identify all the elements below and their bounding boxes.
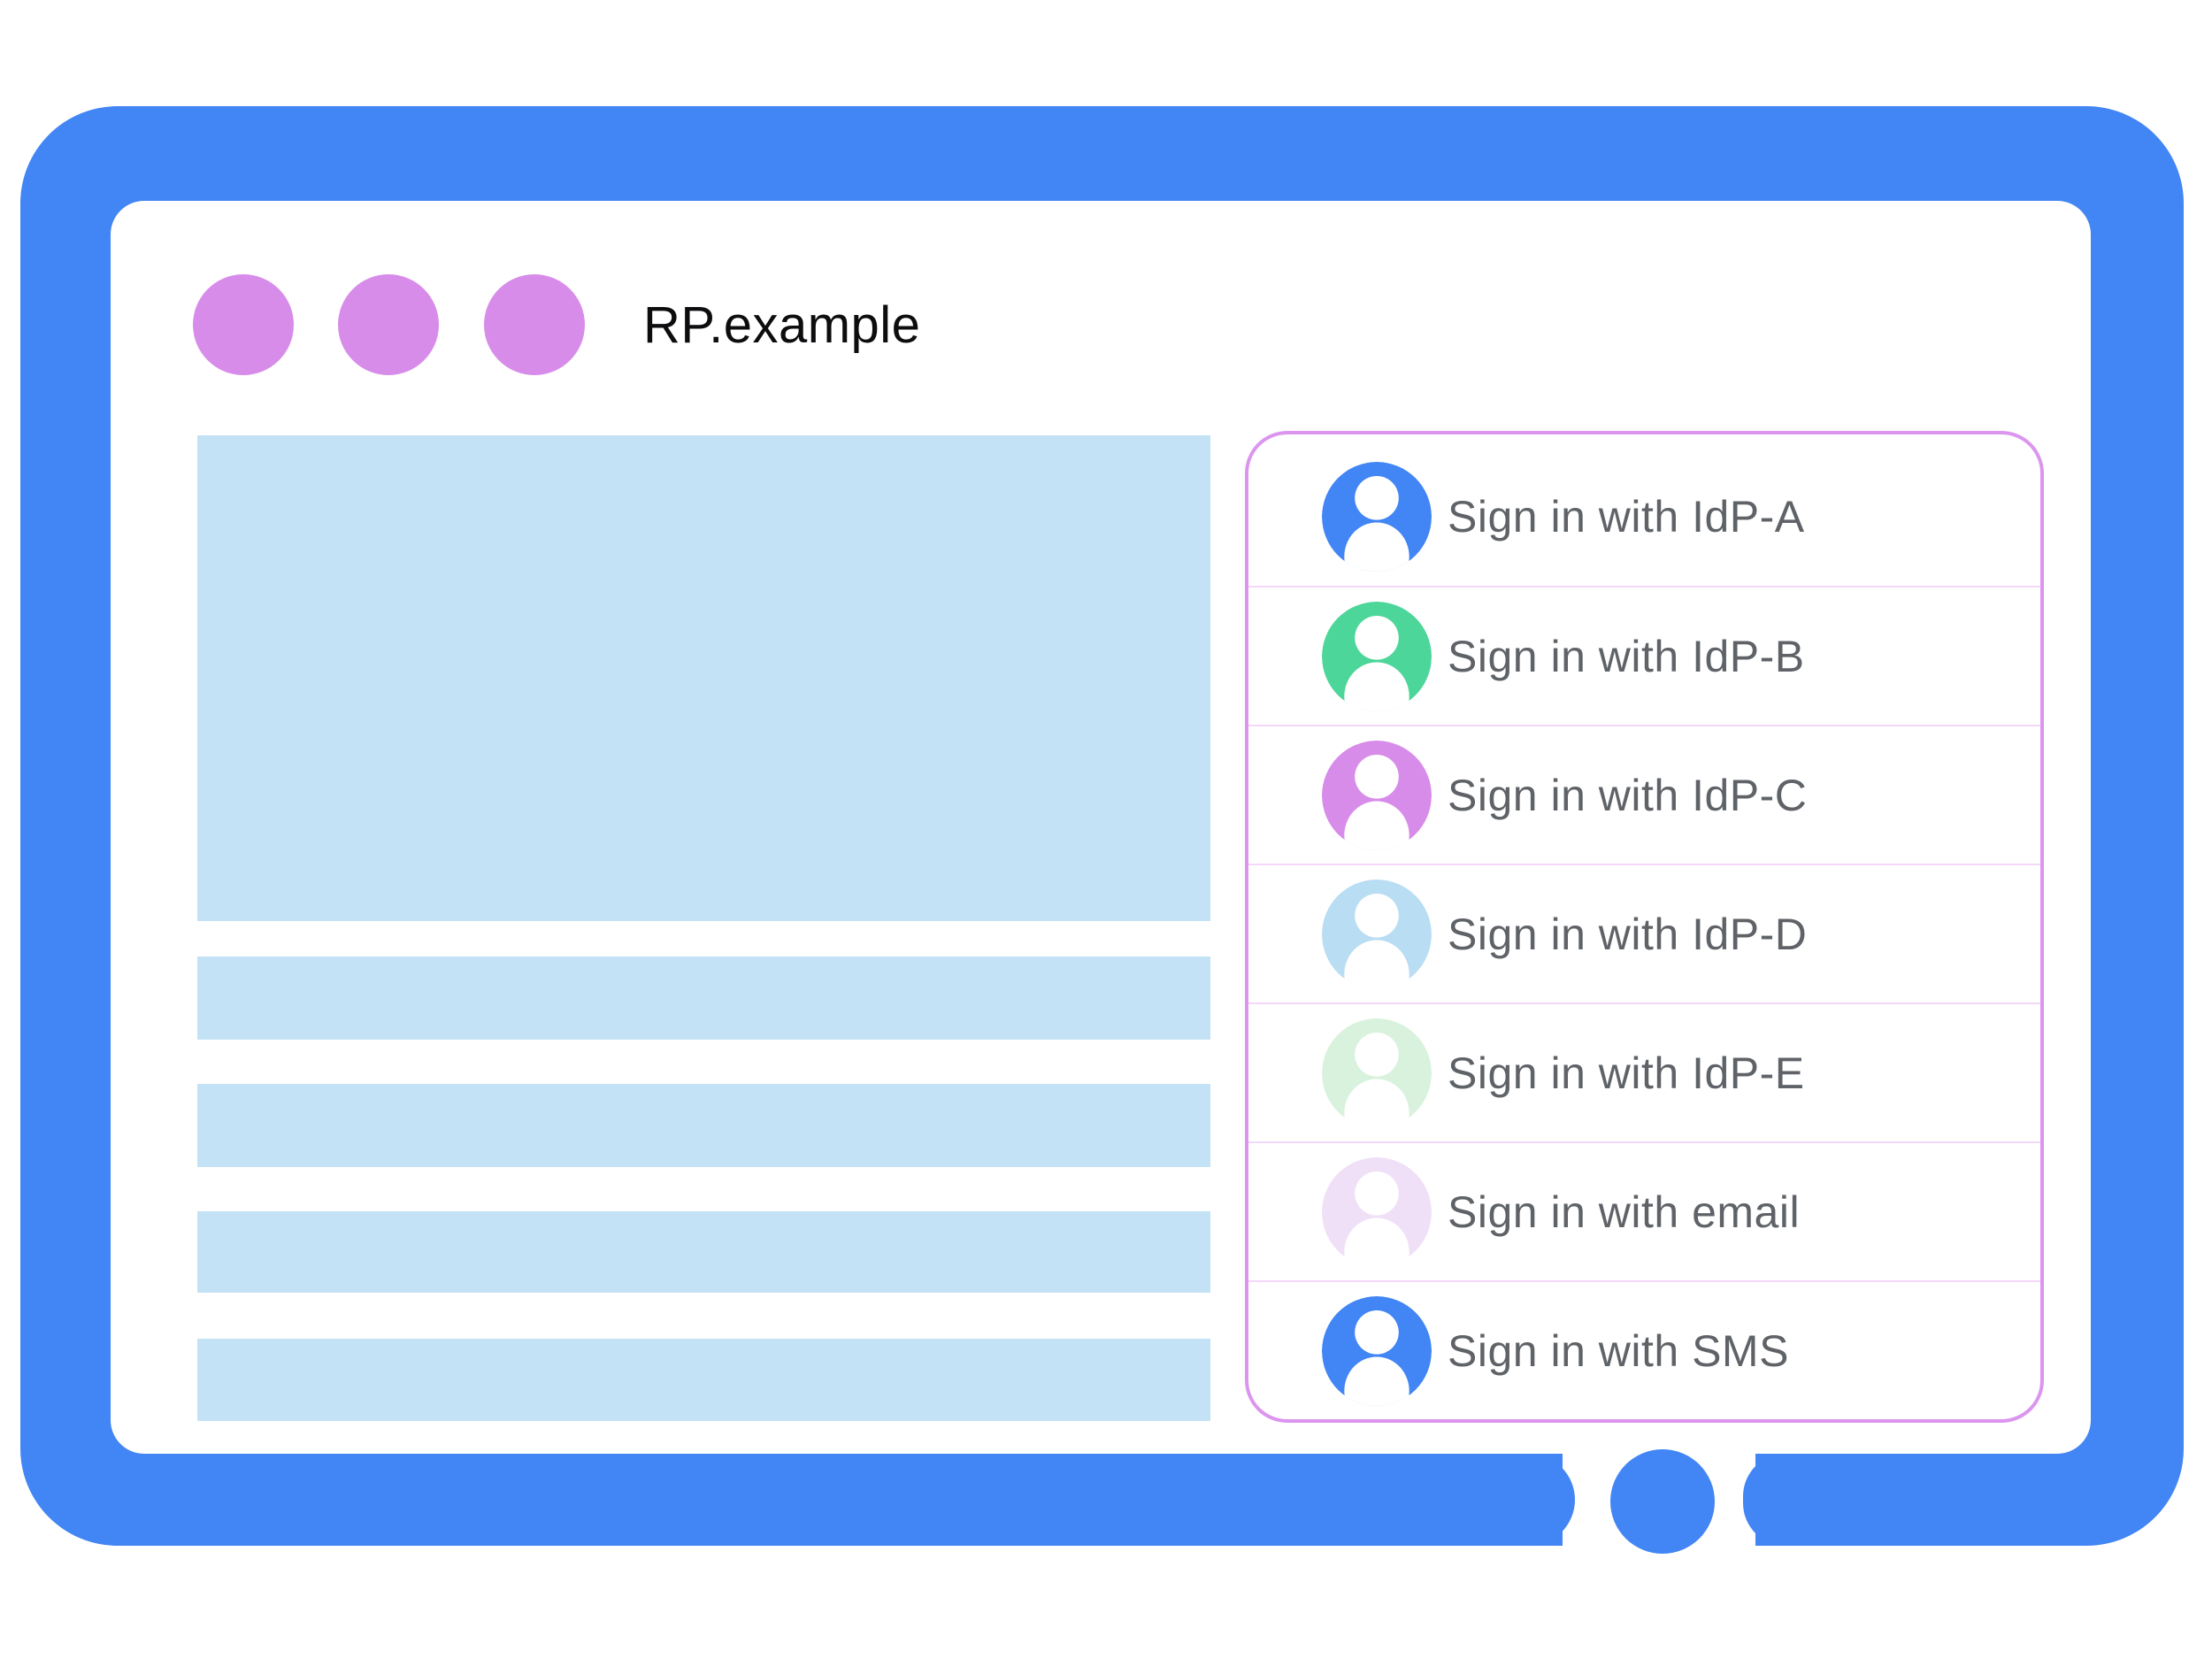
user-avatar-icon xyxy=(1322,1018,1432,1128)
sign-in-option-idp-d[interactable]: Sign in with IdP-D xyxy=(1248,864,2040,1002)
sign-in-option-label: Sign in with IdP-B xyxy=(1448,631,1805,681)
sign-in-option-label: Sign in with IdP-A xyxy=(1448,491,1805,541)
user-avatar-icon xyxy=(1322,740,1432,850)
window-control-dot-2 xyxy=(338,274,439,375)
page-title: RP.example xyxy=(643,296,921,354)
sign-in-option-sms[interactable]: Sign in with SMS xyxy=(1248,1280,2040,1419)
sign-in-option-label: Sign in with email xyxy=(1448,1187,1801,1237)
sign-in-option-idp-e[interactable]: Sign in with IdP-E xyxy=(1248,1002,2040,1141)
user-avatar-icon xyxy=(1322,879,1432,989)
content-placeholder-line-3 xyxy=(197,1211,1210,1293)
sign-in-option-label: Sign in with IdP-C xyxy=(1448,770,1808,820)
sign-in-option-email[interactable]: Sign in with email xyxy=(1248,1141,2040,1280)
sign-in-option-idp-a[interactable]: Sign in with IdP-A xyxy=(1248,447,2040,586)
user-avatar-icon xyxy=(1322,1295,1432,1406)
frame-bottom-right-bar xyxy=(1743,1454,1938,1546)
user-avatar-icon xyxy=(1322,461,1432,572)
window-control-dot-3 xyxy=(484,274,585,375)
sign-in-option-idp-b[interactable]: Sign in with IdP-B xyxy=(1248,586,2040,725)
user-avatar-icon xyxy=(1322,601,1432,711)
content-placeholder-line-1 xyxy=(197,956,1210,1040)
window-control-dot-1 xyxy=(193,274,294,375)
frame-bottom-button xyxy=(1610,1449,1715,1554)
sign-in-option-label: Sign in with IdP-D xyxy=(1448,909,1808,959)
frame-bottom-left-bar xyxy=(1380,1454,1575,1546)
sign-in-option-idp-c[interactable]: Sign in with IdP-C xyxy=(1248,725,2040,864)
sign-in-option-label: Sign in with SMS xyxy=(1448,1325,1789,1376)
sign-in-option-label: Sign in with IdP-E xyxy=(1448,1048,1805,1098)
content-placeholder-line-4 xyxy=(197,1339,1210,1421)
sign-in-panel: Sign in with IdP-A Sign in with IdP-B xyxy=(1245,431,2044,1423)
content-placeholder-line-2 xyxy=(197,1084,1210,1167)
user-avatar-icon xyxy=(1322,1156,1432,1267)
content-placeholder-hero xyxy=(197,435,1210,921)
